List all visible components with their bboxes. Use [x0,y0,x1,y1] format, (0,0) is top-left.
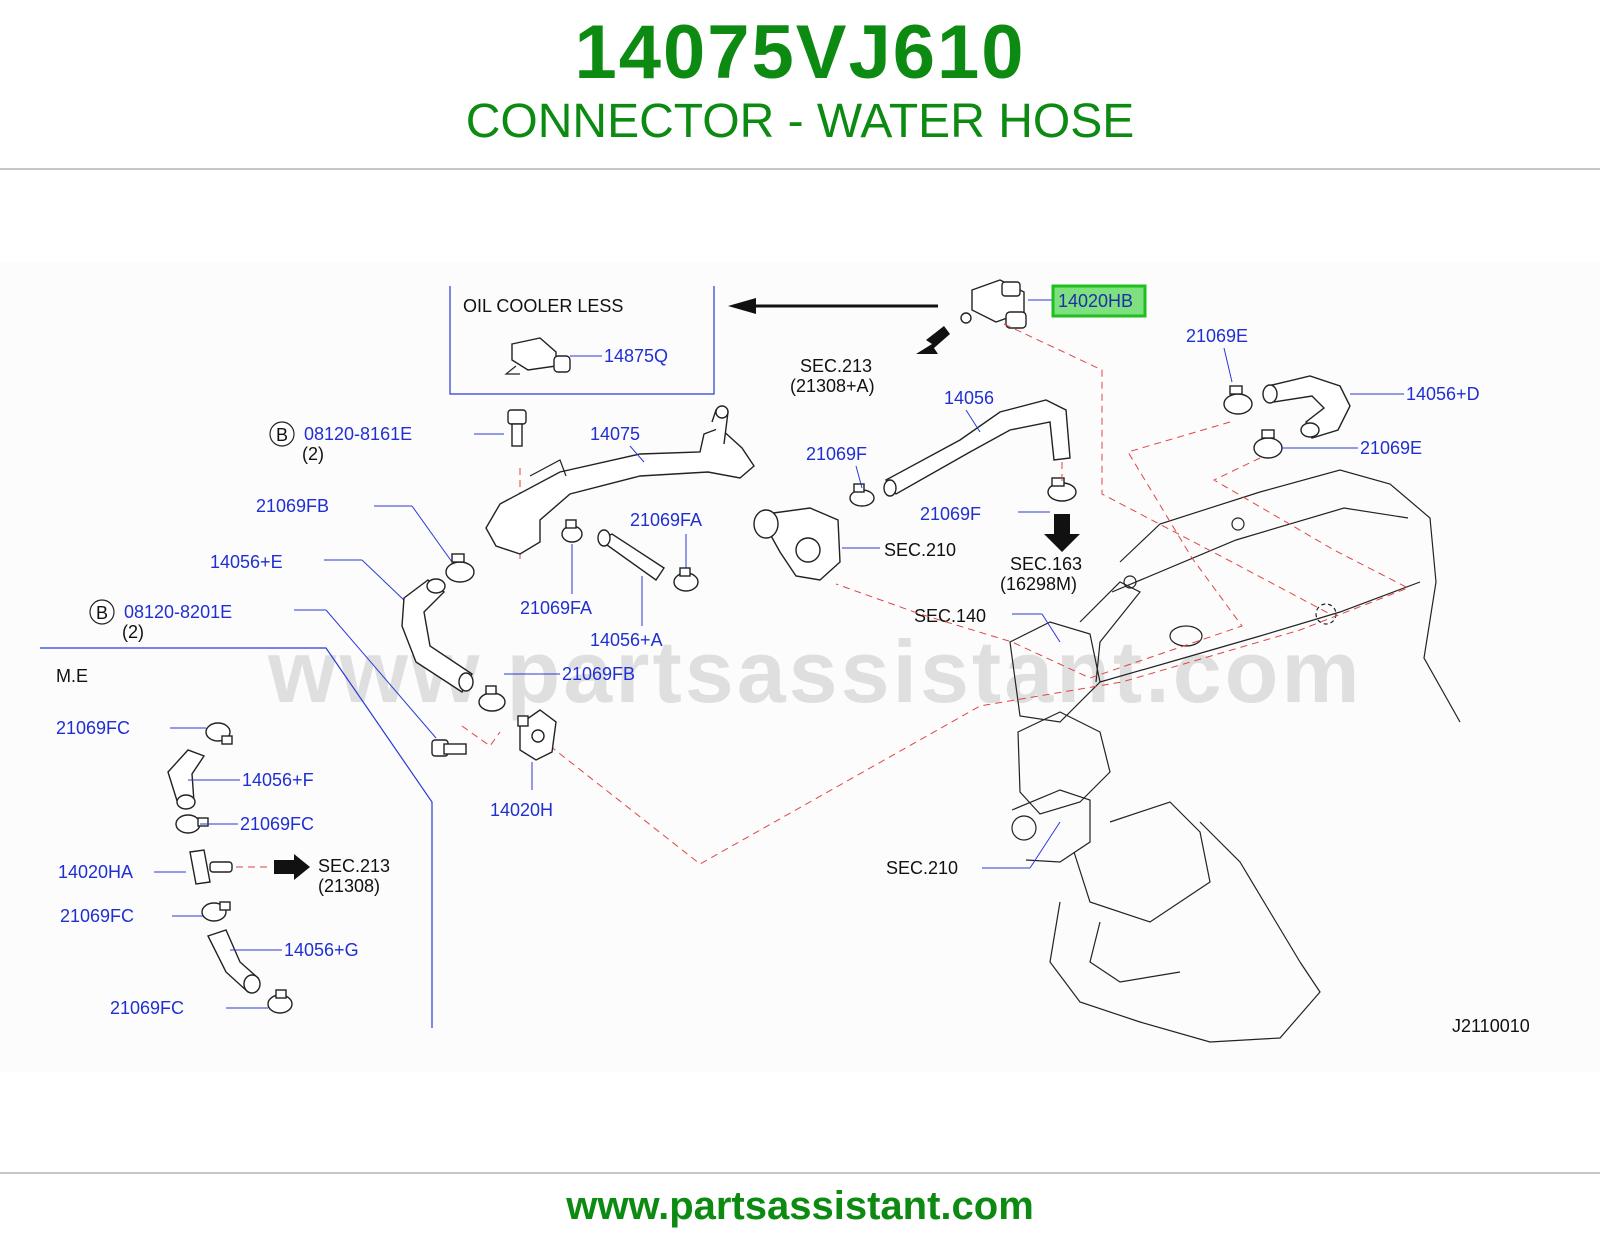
label-me-21069FC-4: 21069FC [110,998,184,1018]
label-14020HB: 14020HB [1058,291,1133,311]
label-21069FA-right: 21069FA [630,510,702,530]
part-14056-drawing [883,399,1071,497]
label-14056E: 14056+E [210,552,283,572]
me-clamp-2 [175,814,209,834]
label-14875Q: 14875Q [604,346,668,366]
thermostat-housing-drawing [753,507,841,581]
page-footer: www.partsassistant.com [0,1172,1600,1242]
label-sec210-bottom: SEC.210 [886,858,958,878]
label-me-14056F: 14056+F [242,770,314,790]
label-21069F-right: 21069F [920,504,981,524]
page-header: 14075VJ610 CONNECTOR - WATER HOSE [0,0,1600,170]
connector-14075-drawing [485,405,755,555]
arrow-sec163 [1044,514,1080,552]
label-14056D: 14056+D [1406,384,1480,404]
label-21069FA-left: 21069FA [520,598,592,618]
part-14875Q-drawing [504,337,571,375]
label-me-sec213-sub: (21308) [318,876,380,896]
label-sec163-sub: (16298M) [1000,574,1077,594]
footer-url[interactable]: www.partsassistant.com [566,1184,1034,1228]
me-clamp-4 [267,989,293,1014]
label-sec163: SEC.163 [1010,554,1082,574]
bolt-mark-2: B [96,603,108,623]
clamp-21069F-left [849,483,875,507]
hose-14056D-drawing [1262,375,1351,439]
label-bolt-08120-8161E-qty: (2) [302,444,324,464]
label-14020H: 14020H [490,800,553,820]
figure-code: J2110010 [1452,1016,1530,1036]
me-section-divider [40,647,433,1028]
me-clamp-3 [201,901,231,922]
label-bolt-08120-8201E: 08120-8201E [124,602,232,622]
inset-box [449,286,715,395]
parts-diagram: www.partsassistant.com OIL COOLER LESS 1… [0,262,1600,1072]
label-sec140: SEC.140 [914,606,986,626]
clamp-21069F-right [1047,477,1077,502]
label-me-14056G: 14056+G [284,940,359,960]
label-bolt-08120-8161E: 08120-8161E [304,424,412,444]
part-description: CONNECTOR - WATER HOSE [465,95,1135,148]
hose-14056E-drawing [401,578,474,693]
label-14056: 14056 [944,388,994,408]
label-me-21069FC-1: 21069FC [56,718,130,738]
engine-block-drawing [1009,469,1461,1043]
label-me-21069FC-2: 21069FC [240,814,314,834]
me-clamp-1 [205,722,233,745]
bolt-2-drawing [431,739,467,757]
label-21069FB-top: 21069FB [256,496,329,516]
clamp-21069FB-bottom [478,685,506,712]
label-21069E-top: 21069E [1186,326,1248,346]
label-bolt-08120-8201E-qty: (2) [122,622,144,642]
label-21069FB-bottom: 21069FB [562,664,635,684]
label-sec210-top: SEC.210 [884,540,956,560]
clamp-21069E-top [1223,385,1253,415]
part-14020HB-drawing [960,279,1027,329]
clamp-21069FA-right [673,567,699,592]
label-me-21069FC-3: 21069FC [60,906,134,926]
me-arrow-sec213 [274,854,310,880]
label-me: M.E [56,666,88,686]
label-sec213-a: SEC.213 [800,356,872,376]
label-me-sec213: SEC.213 [318,856,390,876]
part-14020H-drawing [517,709,557,761]
label-14056A: 14056+A [590,630,663,650]
clamp-21069FA-left [561,519,583,543]
part-number: 14075VJ610 [574,10,1026,95]
label-sec213-a-sub: (21308+A) [790,376,875,396]
inset-title: OIL COOLER LESS [463,296,623,316]
me-part-14020HA-drawing [189,849,233,885]
label-14075: 14075 [590,424,640,444]
me-hose-14056G-drawing [207,929,261,994]
label-me-14020HA: 14020HA [58,862,133,882]
bolt-mark-1: B [276,425,288,445]
highlight-box-14020HB [1051,284,1147,318]
clamp-21069FB-top [445,553,475,583]
label-21069E-bottom: 21069E [1360,438,1422,458]
diagram-svg: www.partsassistant.com OIL COOLER LESS 1… [40,279,1530,1043]
clamp-21069E-bottom [1253,429,1283,459]
label-21069F-left: 21069F [806,444,867,464]
bolt-1-drawing [507,409,527,447]
hose-14056A-drawing [597,529,665,581]
arrow-sec213 [916,326,950,354]
me-hose-14056F-drawing [167,749,206,810]
